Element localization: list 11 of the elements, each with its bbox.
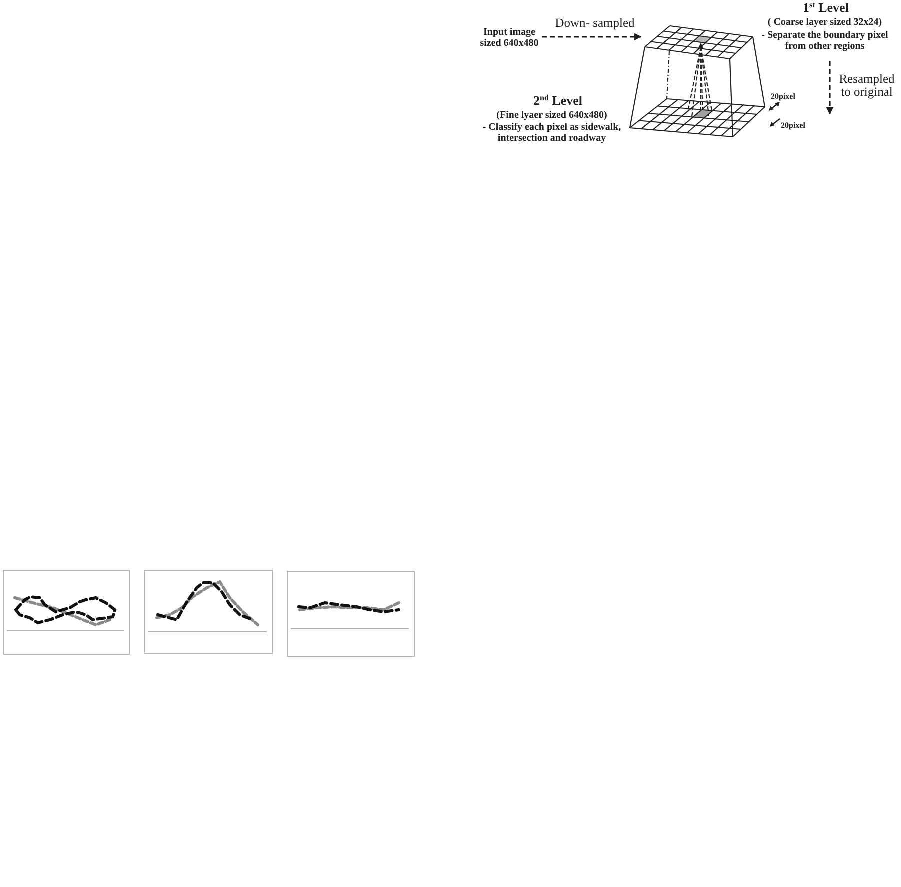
node-label: Input image sized 640x480 xyxy=(477,27,542,49)
level-description: - Classify each pixel as sidewalk, intersection and roadway xyxy=(482,122,622,144)
dashed-arrow xyxy=(542,33,642,40)
dimension-label: 20pixel xyxy=(771,92,796,102)
dimension-label: 20pixel xyxy=(781,121,806,131)
level-heading: 1$^{st}$ Level xyxy=(802,0,850,15)
level-description: (Fine lyaer sized 640x480) xyxy=(496,110,608,121)
level-description: ( Coarse layer sized 32x24) xyxy=(766,17,884,28)
level-heading: 2$^{nd}$ Level xyxy=(532,93,584,108)
dashed-arrow xyxy=(826,61,834,115)
level-description: - Separate the boundary pixel from other regions xyxy=(760,30,890,52)
